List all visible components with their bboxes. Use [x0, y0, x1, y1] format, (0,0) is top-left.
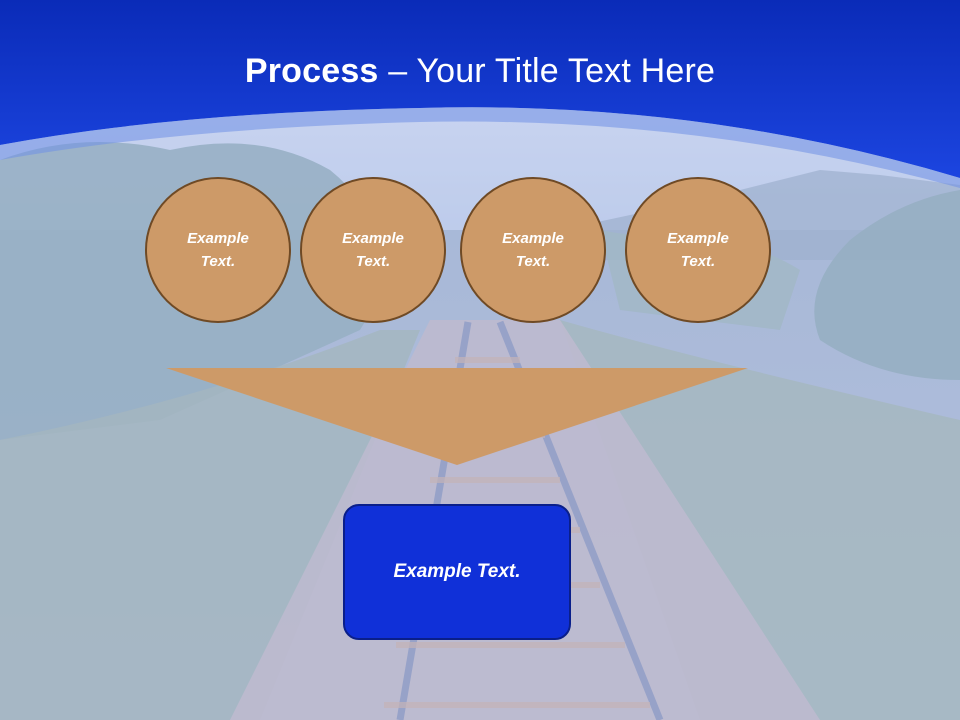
- slide-title: Process – Your Title Text Here: [0, 52, 960, 91]
- process-step-label: Example Text.: [187, 230, 249, 270]
- process-step-1: Example Text.: [145, 177, 291, 323]
- process-step-3: Example Text.: [460, 177, 606, 323]
- title-rest: – Your Title Text Here: [378, 52, 716, 90]
- process-step-4: Example Text.: [625, 177, 771, 323]
- header-band: [0, 0, 960, 178]
- process-step-2: Example Text.: [300, 177, 446, 323]
- result-box: Example Text.: [343, 504, 571, 640]
- header-highlight-curve: [0, 107, 960, 188]
- result-label: Example Text.: [393, 561, 521, 582]
- process-step-label: Example Text.: [342, 230, 404, 270]
- process-step-label: Example Text.: [667, 230, 729, 270]
- funnel-arrow: [166, 368, 748, 465]
- process-step-label: Example Text.: [502, 230, 564, 270]
- title-bold: Process: [244, 52, 379, 90]
